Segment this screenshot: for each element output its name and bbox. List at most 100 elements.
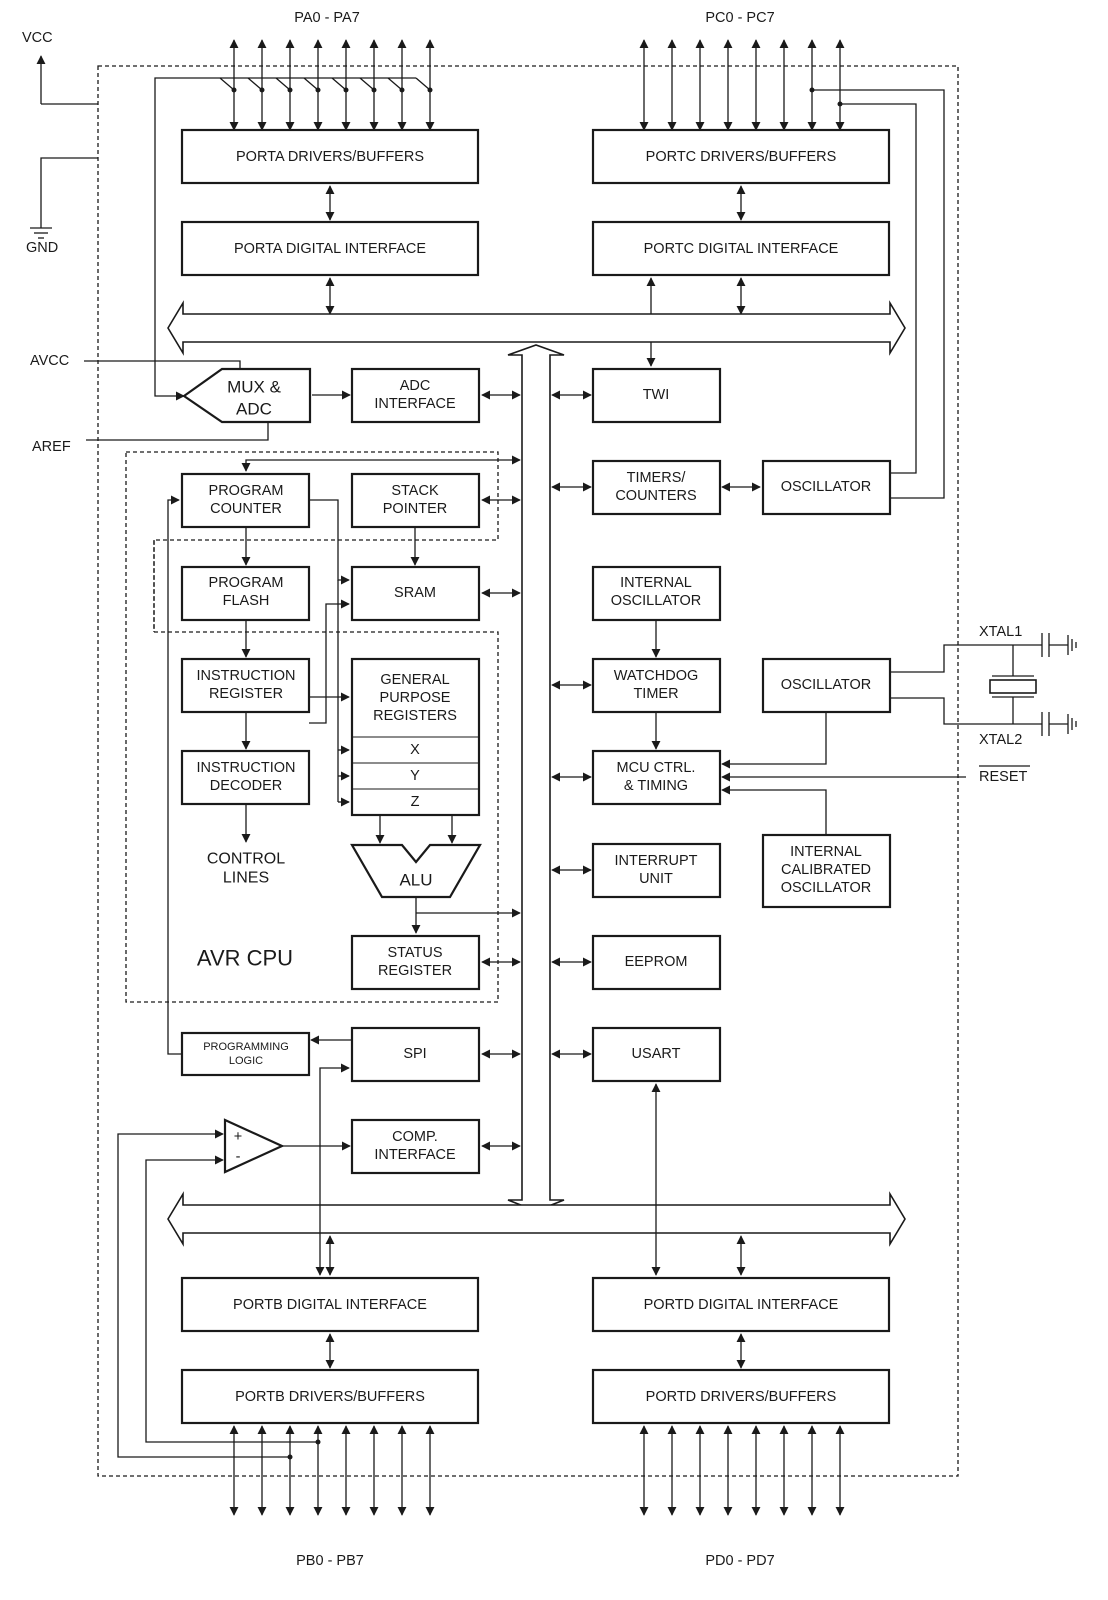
comp-interface-label-1: COMP. <box>392 1129 438 1145</box>
comparator-plus: + <box>234 1129 242 1145</box>
gpr-label-3: REGISTERS <box>373 708 457 724</box>
gpr-label-2: PURPOSE <box>380 690 451 706</box>
timers-counters-block: TIMERS/ COUNTERS <box>591 459 722 516</box>
vcc-label: VCC <box>22 30 53 46</box>
spi-label: SPI <box>403 1046 426 1062</box>
aref-label: AREF <box>32 439 71 455</box>
twi-label: TWI <box>643 387 670 403</box>
alu-label: ALU <box>399 871 432 890</box>
analog-comparator: + - <box>223 1118 285 1174</box>
portb-digital-label: PORTB DIGITAL INTERFACE <box>233 1297 427 1313</box>
mux-adc-label-2: ADC <box>236 400 272 419</box>
reset-label: RESET <box>979 769 1027 785</box>
xtal1-label: XTAL1 <box>979 624 1022 640</box>
pd-label: PD0 - PD7 <box>705 1553 774 1569</box>
vcc-pin: VCC <box>22 30 98 105</box>
portd-drivers-block: PORTD DRIVERS/BUFFERS <box>591 1368 891 1425</box>
portc-digital-block: PORTC DIGITAL INTERFACE <box>591 220 891 277</box>
interrupt-unit-label-2: UNIT <box>639 871 673 887</box>
adc-interface-label-1: ADC <box>400 378 431 394</box>
program-flash-block: PROGRAM FLASH <box>180 565 311 622</box>
usart-label: USART <box>632 1046 681 1062</box>
internal-data-bus <box>507 344 565 1212</box>
twi-block: TWI <box>591 367 722 424</box>
program-flash-label-2: FLASH <box>223 593 270 609</box>
instruction-decoder-label-1: INSTRUCTION <box>196 760 295 776</box>
status-register-label-1: STATUS <box>387 945 442 961</box>
gnd-pin: GND <box>26 157 98 256</box>
programming-logic-label-2: LOGIC <box>229 1055 263 1067</box>
crystal-circuit: XTAL1 XTAL2 <box>890 624 1077 748</box>
internal-oscillator-label-2: OSCILLATOR <box>611 593 702 609</box>
instruction-register-label-2: REGISTER <box>209 686 283 702</box>
usart-block: USART <box>591 1026 722 1083</box>
timers-counters-label-1: TIMERS/ <box>627 470 687 486</box>
program-counter-label-1: PROGRAM <box>209 483 284 499</box>
general-purpose-registers-block: GENERAL PURPOSE REGISTERS X Y Z <box>350 657 481 817</box>
watchdog-timer-block: WATCHDOG TIMER <box>591 657 722 714</box>
interrupt-unit-block: INTERRUPT UNIT <box>591 842 722 899</box>
reg-y-label: Y <box>410 768 420 784</box>
internal-oscillator-block: INTERNAL OSCILLATOR <box>591 565 722 622</box>
status-register-label-2: REGISTER <box>378 963 452 979</box>
xtal2-label: XTAL2 <box>979 732 1022 748</box>
portc-digital-label: PORTC DIGITAL INTERFACE <box>644 241 839 257</box>
mcu-ctrl-label-2: & TIMING <box>624 778 688 794</box>
oscillator-mid-label: OSCILLATOR <box>781 677 872 693</box>
porta-pins: PA0 - PA7 <box>154 10 435 401</box>
bottom-data-bus <box>167 1191 906 1247</box>
pb-label: PB0 - PB7 <box>296 1553 364 1569</box>
eeprom-block: EEPROM <box>591 934 722 991</box>
reg-z-label: Z <box>411 794 420 810</box>
top-data-bus <box>167 300 906 356</box>
stack-pointer-block: STACK POINTER <box>350 472 481 529</box>
portb-pins: PB0 - PB7 <box>229 1425 435 1569</box>
internal-oscillator-label-1: INTERNAL <box>620 575 692 591</box>
portb-digital-block: PORTB DIGITAL INTERFACE <box>180 1276 480 1333</box>
portb-drivers-block: PORTB DRIVERS/BUFFERS <box>180 1368 480 1425</box>
programming-logic-label-1: PROGRAMMING <box>203 1041 289 1053</box>
porta-digital-block: PORTA DIGITAL INTERFACE <box>180 220 480 277</box>
portc-drivers-label: PORTC DRIVERS/BUFFERS <box>646 149 837 165</box>
chip-boundary <box>97 65 959 1477</box>
control-lines-label-1: CONTROL <box>207 851 285 868</box>
instruction-decoder-block: INSTRUCTION DECODER <box>180 749 311 806</box>
avcc-label: AVCC <box>30 353 69 369</box>
comparator-minus: - <box>236 1149 241 1165</box>
portd-digital-label: PORTD DIGITAL INTERFACE <box>644 1297 839 1313</box>
oscillator-mid-block: OSCILLATOR <box>761 657 892 714</box>
adc-interface-label-2: INTERFACE <box>374 396 456 412</box>
porta-drivers-block: PORTA DRIVERS/BUFFERS <box>180 128 480 185</box>
internal-calibrated-oscillator-block: INTERNAL CALIBRATED OSCILLATOR <box>761 833 892 909</box>
portd-drivers-label: PORTD DRIVERS/BUFFERS <box>646 1389 837 1405</box>
ico-label-2: CALIBRATED <box>781 862 871 878</box>
pa-label: PA0 - PA7 <box>294 10 360 26</box>
instruction-decoder-label-2: DECODER <box>210 778 283 794</box>
avr-cpu-label: AVR CPU <box>197 946 293 971</box>
timers-counters-label-2: COUNTERS <box>615 488 696 504</box>
gpr-label-1: GENERAL <box>380 672 449 688</box>
pc-label: PC0 - PC7 <box>705 10 774 26</box>
oscillator-top-label: OSCILLATOR <box>781 479 872 495</box>
eeprom-label: EEPROM <box>625 954 688 970</box>
comp-interface-label-2: INTERFACE <box>374 1147 456 1163</box>
program-counter-block: PROGRAM COUNTER <box>180 472 311 529</box>
portc-pins: PC0 - PC7 <box>639 10 945 499</box>
gnd-label: GND <box>26 240 58 256</box>
oscillator-top-block: OSCILLATOR <box>761 459 892 516</box>
porta-drivers-label: PORTA DRIVERS/BUFFERS <box>236 149 424 165</box>
status-register-block: STATUS REGISTER <box>350 934 481 991</box>
reset-pin: RESET <box>979 765 1030 785</box>
stack-pointer-label-1: STACK <box>391 483 439 499</box>
ico-label-3: OSCILLATOR <box>781 880 872 896</box>
adc-interface-block: ADC INTERFACE <box>350 367 481 424</box>
aref-pin: AREF <box>32 422 269 455</box>
comp-interface-block: COMP. INTERFACE <box>350 1118 481 1175</box>
ico-label-1: INTERNAL <box>790 844 862 860</box>
mcu-ctrl-block: MCU CTRL. & TIMING <box>591 749 722 806</box>
program-counter-label-2: COUNTER <box>210 501 282 517</box>
portd-digital-block: PORTD DIGITAL INTERFACE <box>591 1276 891 1333</box>
reg-x-label: X <box>410 742 420 758</box>
stack-pointer-label-2: POINTER <box>383 501 447 517</box>
